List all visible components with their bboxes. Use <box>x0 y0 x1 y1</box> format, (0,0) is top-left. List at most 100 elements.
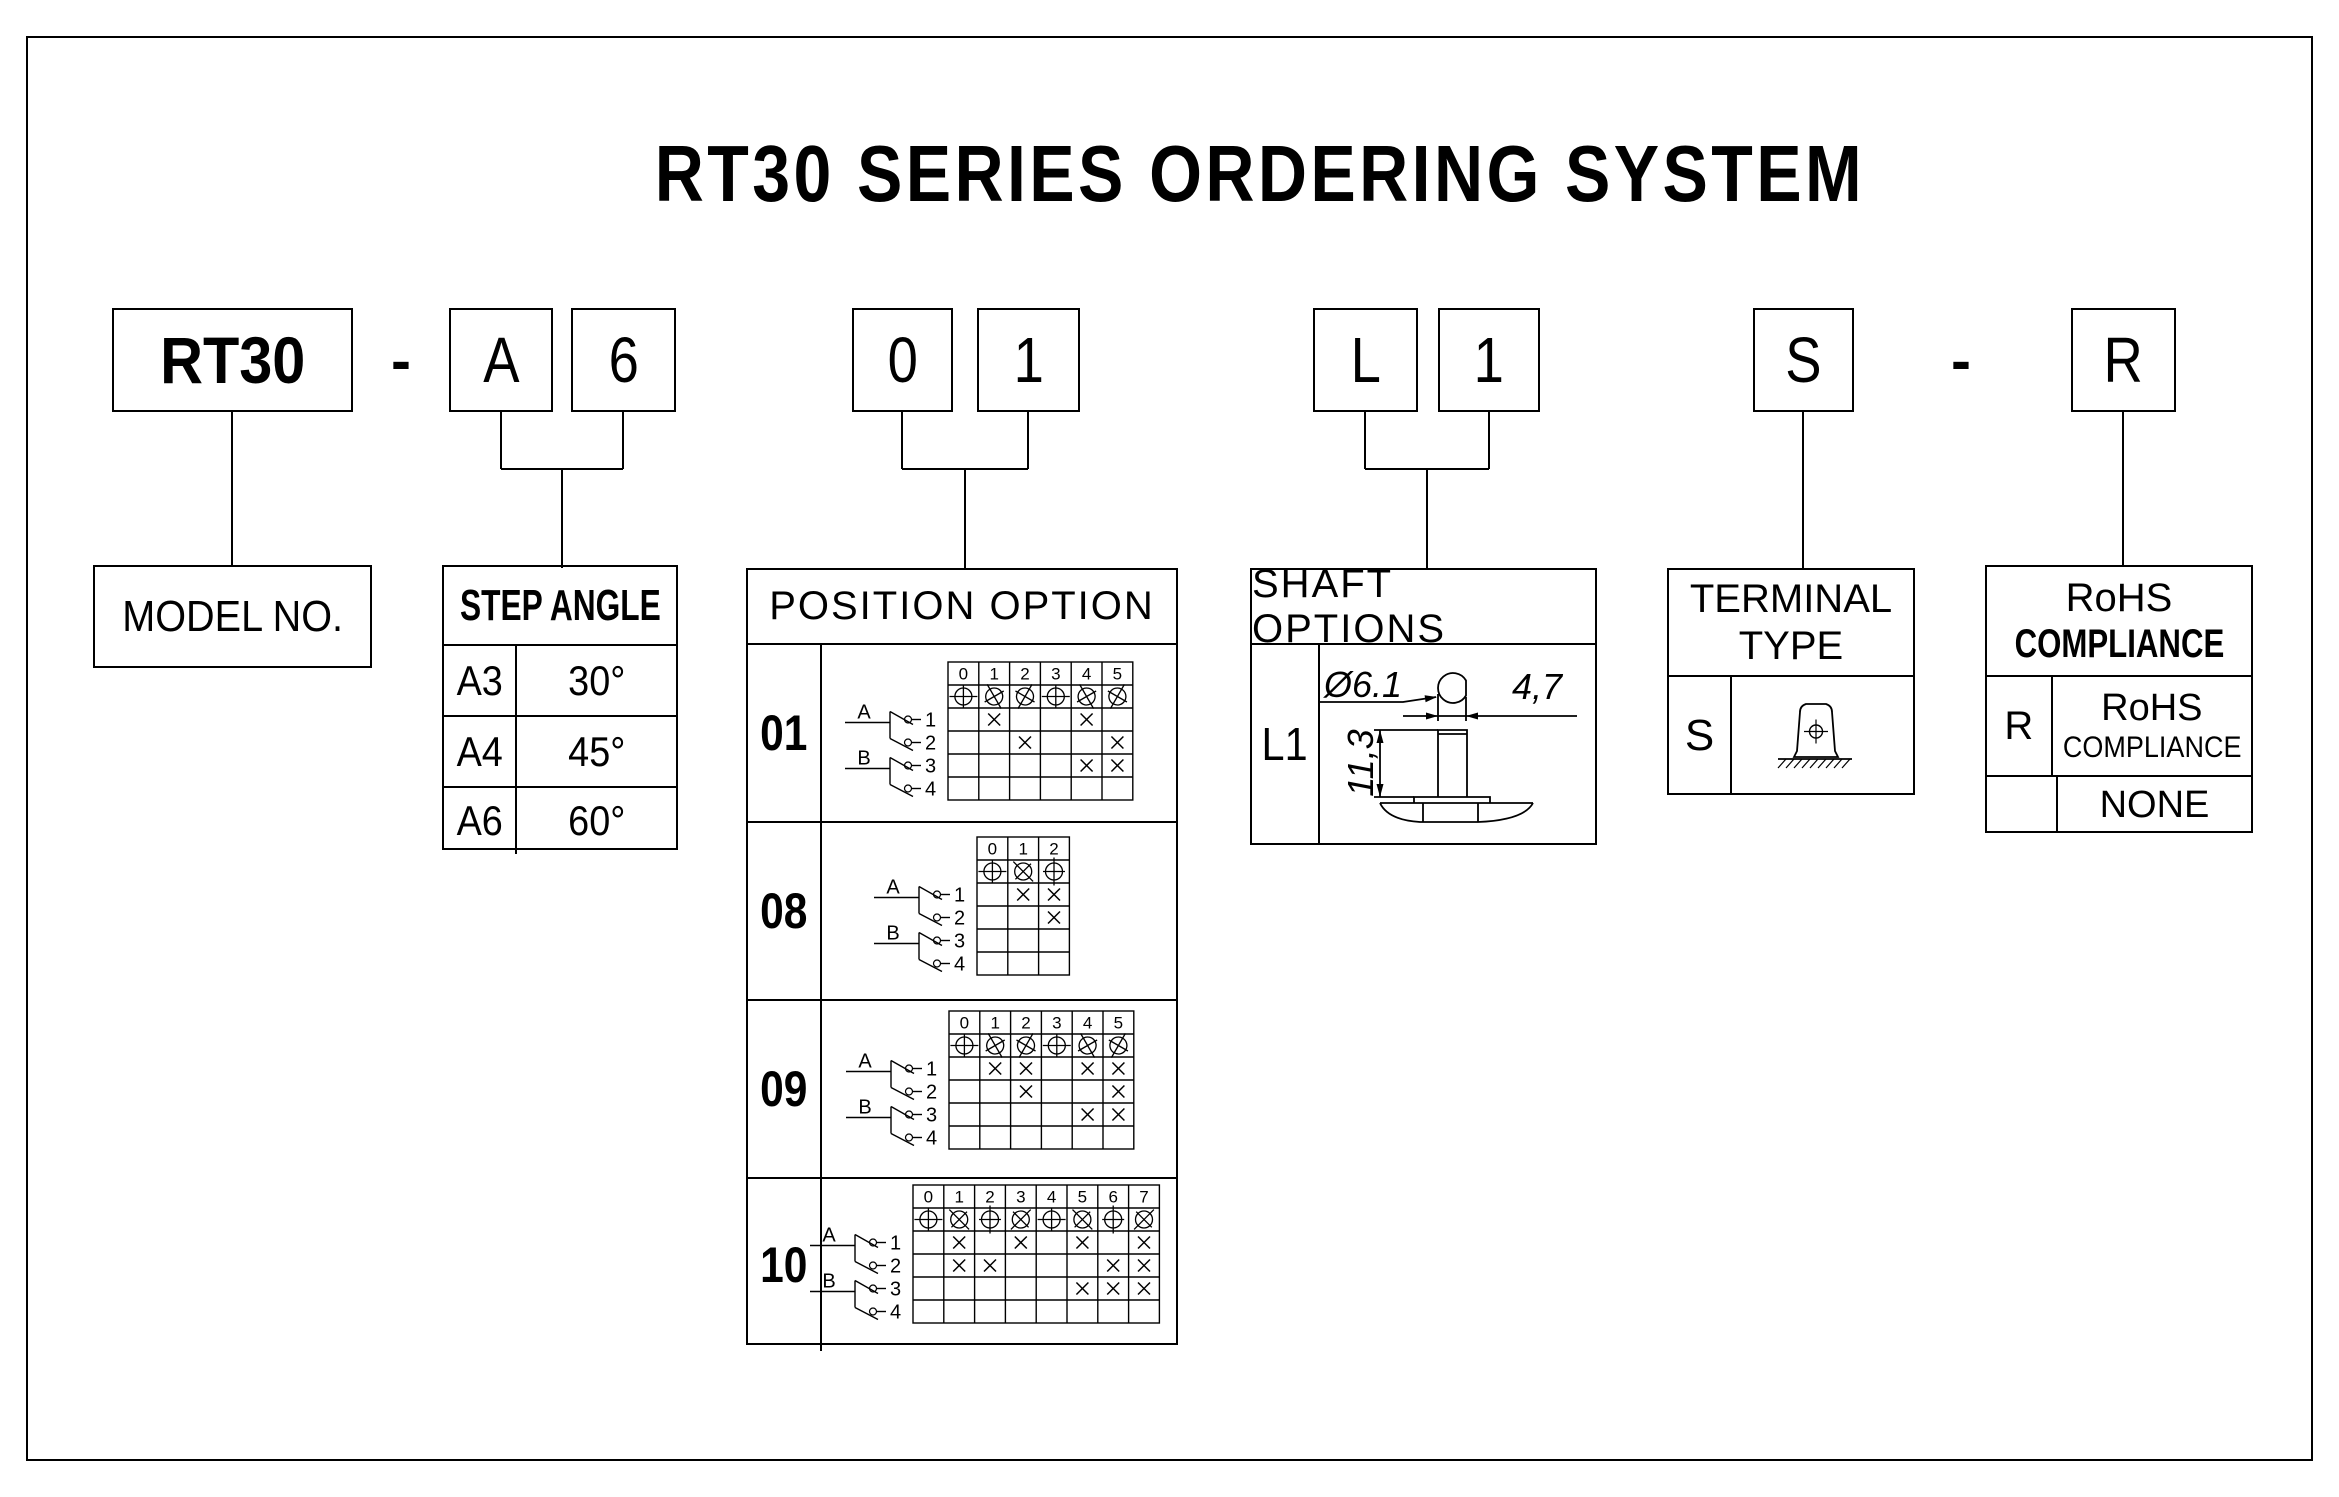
shaft-options-header: SHAFT OPTIONS <box>1252 562 1595 651</box>
contact-x-mark <box>1110 758 1124 773</box>
contact-x-mark <box>1016 887 1030 902</box>
rotor-position-symbol <box>1102 1205 1125 1234</box>
shaft-options-header-text: SHAFT OPTIONS <box>1252 561 1447 651</box>
step-angle-code-cell: A3 <box>444 646 517 715</box>
grid-position-number: 5 <box>1113 665 1122 684</box>
pole-group-label: A <box>857 702 871 724</box>
rotor-position-symbol <box>1076 684 1097 709</box>
contact-number-label: 4 <box>890 1302 901 1324</box>
contact-number-label: 1 <box>954 885 965 907</box>
position-option-table: POSITION OPTION 01 08 09 10 <box>746 568 1178 1351</box>
rotor-position-symbol <box>1016 1033 1036 1058</box>
shaft-drawing <box>1319 672 1577 823</box>
shaft-code-cell: L1 <box>1252 645 1320 843</box>
position-code-cell: 08 <box>748 823 822 999</box>
contact-number-label: 3 <box>926 1105 937 1127</box>
contact-number-label: 3 <box>890 1279 901 1301</box>
pole-group-label: B <box>857 748 870 770</box>
dimension-arrowheads <box>1376 695 1478 797</box>
contact-number-label: 2 <box>954 908 965 930</box>
contact-x-mark <box>952 1258 966 1273</box>
position-code-08: 08 <box>760 883 808 939</box>
grid-position-number: 3 <box>1052 1014 1061 1033</box>
grid-position-number: 1 <box>990 1014 999 1033</box>
grid-position-number: 5 <box>1078 1188 1087 1207</box>
contact-number-label: 4 <box>926 1128 937 1150</box>
grid-position-number: 1 <box>954 1188 963 1207</box>
code-terminal-text: S <box>1785 324 1822 396</box>
step-angle-value-60: 60° <box>567 797 626 844</box>
pole-group-label: A <box>822 1225 836 1247</box>
terminal-lug-outline <box>1792 703 1840 758</box>
position-option-row-01: 01 <box>748 645 1176 823</box>
rohs-header-line1: RoHS <box>2065 576 2173 620</box>
rohs-value-cell: NONE <box>2058 777 2251 833</box>
page-title: RT30 SERIES ORDERING SYSTEM <box>420 128 2100 220</box>
grid-position-number: 2 <box>1049 840 1058 859</box>
rotor-position-symbol <box>985 1033 1006 1058</box>
step-angle-header-text: STEP ANGLE <box>459 580 661 630</box>
position-diagram-cell <box>822 1179 1176 1351</box>
step-angle-value-30: 30° <box>567 656 626 704</box>
contact-number-label: 1 <box>925 710 936 732</box>
contact-number-label: 2 <box>925 733 936 755</box>
step-angle-header: STEP ANGLE <box>444 567 676 646</box>
step-angle-row-a6: A6 60° <box>444 788 676 854</box>
position-code-01: 01 <box>760 705 808 761</box>
contact-x-mark <box>1075 1235 1089 1250</box>
rotor-position-symbol <box>1108 1033 1129 1058</box>
code-step-letter-text: A <box>482 324 520 396</box>
grid-position-number: 3 <box>1051 665 1060 684</box>
step-angle-code-a4: A4 <box>456 727 503 775</box>
shaft-diameter-dim-label: Ø6.1 <box>1323 664 1403 705</box>
shaft-width-dim-label: 4,7 <box>1511 666 1563 707</box>
grid-position-number: 2 <box>985 1188 994 1207</box>
contact-x-mark <box>1137 1281 1151 1296</box>
position-option-row-08: 08 <box>748 823 1176 1001</box>
rotor-position-symbol <box>1133 1209 1155 1230</box>
contact-x-mark <box>1110 735 1124 750</box>
contact-x-mark <box>1106 1281 1120 1296</box>
rotor-position-symbol <box>1041 685 1070 708</box>
rohs-row-r-line1: RoHS <box>2101 687 2203 729</box>
code-box-model: RT30 <box>112 308 353 412</box>
grid-position-number: 1 <box>1018 840 1027 859</box>
shaft-options-table: SHAFT OPTIONS L1 <box>1250 562 1597 845</box>
contact-x-mark <box>1106 1258 1120 1273</box>
step-angle-table: STEP ANGLE A3 30° A4 45° A6 60° <box>442 565 678 854</box>
terminal-type-table: TERMINAL TYPE S <box>1667 568 1915 795</box>
code-separator-1: - <box>391 326 411 394</box>
step-angle-code-a6: A6 <box>456 797 503 844</box>
position-option-row-09: 09 <box>748 1001 1176 1179</box>
contact-number-label: 2 <box>890 1256 901 1278</box>
rohs-code-cell <box>1987 777 2058 833</box>
rotor-position-symbol <box>1043 857 1065 886</box>
grid-position-number: 4 <box>1082 665 1091 684</box>
rotor-position-symbol <box>949 685 978 708</box>
contact-x-mark <box>1137 1235 1151 1250</box>
pole-group-label: B <box>886 923 899 945</box>
pole-group-label: B <box>822 1271 835 1293</box>
contact-x-mark <box>1047 887 1061 902</box>
terminal-type-header-line2: TYPE <box>1738 623 1844 668</box>
terminal-code-cell: S <box>1669 677 1732 795</box>
contact-x-mark <box>1111 1084 1125 1099</box>
grid-position-number: 4 <box>1083 1014 1092 1033</box>
position-code-09: 09 <box>760 1061 808 1117</box>
grid-position-number: 4 <box>1047 1188 1056 1207</box>
rotor-position-symbol <box>1012 861 1034 882</box>
code-box-step-letter: A <box>449 308 553 412</box>
contact-number-label: 4 <box>954 954 965 976</box>
step-angle-code-a3: A3 <box>456 656 503 704</box>
grid-position-number: 6 <box>1108 1188 1117 1207</box>
contact-x-mark <box>1111 1061 1125 1076</box>
step-angle-row-a4: A4 45° <box>444 717 676 788</box>
code-position-digit-1-text: 0 <box>887 324 918 396</box>
grid-position-number: 0 <box>988 840 997 859</box>
rohs-code-r: R <box>2004 703 2034 748</box>
